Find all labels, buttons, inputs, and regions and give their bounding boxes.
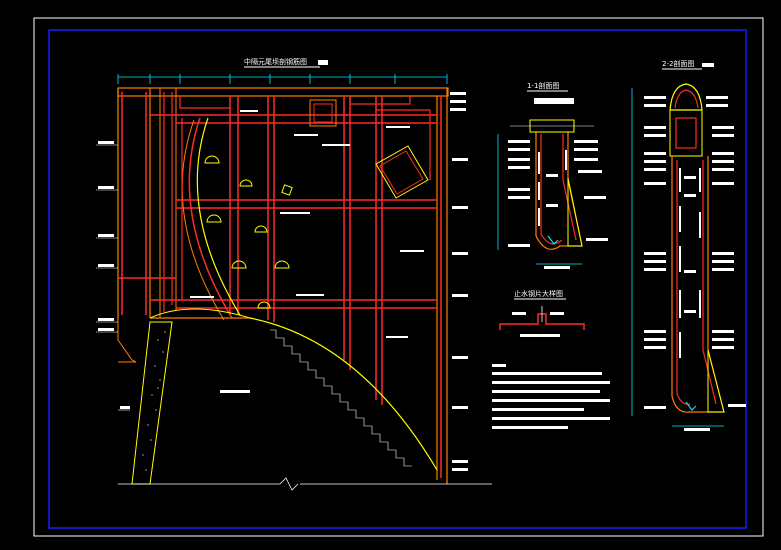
inner-labels bbox=[190, 110, 424, 393]
section-2-right-labels bbox=[706, 96, 746, 407]
left-callout-markers bbox=[98, 141, 130, 409]
d-shaped-openings bbox=[204, 155, 293, 309]
section-2-markers bbox=[684, 176, 696, 313]
section-1-wedge bbox=[567, 177, 583, 247]
inclined-block bbox=[375, 145, 429, 199]
main-title-tag bbox=[318, 60, 328, 65]
section-2-2: 2-2剖面图 bbox=[631, 59, 746, 431]
top-dimension-chain bbox=[117, 74, 448, 84]
section-2-left-labels bbox=[644, 96, 666, 409]
section-2-head bbox=[669, 83, 703, 111]
section-2-title: 2-2剖面图 bbox=[662, 59, 694, 68]
right-callouts bbox=[450, 92, 468, 471]
stepped-slope bbox=[118, 317, 492, 491]
main-view-title: 中隔元尾坝剖钢筋图 bbox=[244, 57, 307, 66]
tail-curve bbox=[181, 117, 241, 321]
section-1-left-labels bbox=[508, 140, 530, 247]
section-1-1: 1-1剖面图 bbox=[497, 81, 608, 269]
lower-slab bbox=[149, 308, 251, 319]
section-1-title: 1-1剖面图 bbox=[527, 81, 559, 90]
left-callouts bbox=[96, 144, 130, 411]
sheet-inner-border bbox=[48, 29, 747, 529]
right-wall bbox=[436, 88, 448, 484]
top-rebar-brackets bbox=[179, 96, 431, 180]
waterstop-detail: 止水钢片大样图 bbox=[499, 289, 585, 337]
opening-top bbox=[309, 99, 337, 127]
notes-block bbox=[492, 364, 610, 429]
section-1-right-labels bbox=[574, 140, 608, 241]
sheet-outer-border bbox=[33, 17, 764, 537]
main-view: 中隔元尾坝剖钢筋图 bbox=[96, 57, 492, 491]
section-2-bars bbox=[679, 168, 701, 358]
vertical-rebars bbox=[229, 96, 383, 405]
detail-title: 止水钢片大样图 bbox=[514, 289, 563, 298]
left-wall bbox=[117, 88, 177, 318]
section-2-wedge bbox=[707, 349, 725, 413]
section-1-bars bbox=[538, 150, 567, 226]
section-1-markers bbox=[546, 174, 558, 207]
horizontal-rebars bbox=[118, 114, 437, 309]
opening-top-inner bbox=[313, 103, 333, 123]
